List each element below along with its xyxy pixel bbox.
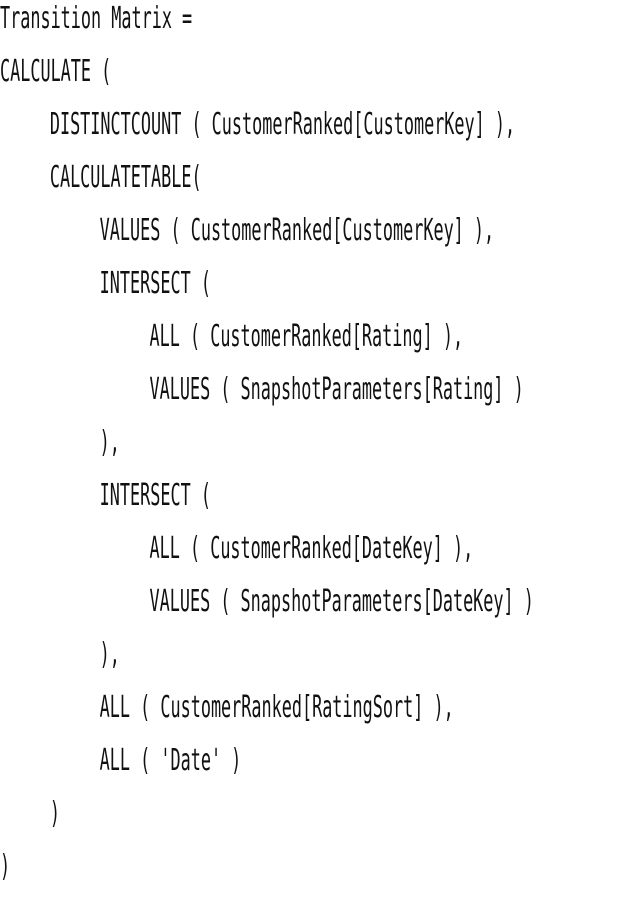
code-line-16: )	[49, 796, 60, 831]
code-line-14: ALL ( CustomerRanked[RatingSort] ),	[99, 690, 454, 725]
code-line-5: VALUES ( CustomerRanked[CustomerKey] ),	[99, 213, 495, 248]
code-listing: Transition Matrix = CALCULATE ( DISTINCT…	[0, 1, 534, 882]
code-line-2: CALCULATE (	[0, 54, 112, 89]
code-line-4: CALCULATETABLE(	[49, 160, 202, 195]
code-line-17: )	[0, 849, 11, 884]
code-line-11: ALL ( CustomerRanked[DateKey] ),	[149, 531, 474, 566]
code-line-13: ),	[99, 637, 120, 672]
code-line-15: ALL ( 'Date' )	[99, 743, 242, 778]
code-line-6: INTERSECT (	[99, 266, 211, 301]
code-line-3: DISTINCTCOUNT ( CustomerRanked[CustomerK…	[49, 107, 516, 142]
code-line-10: INTERSECT (	[99, 478, 211, 513]
code-line-1: Transition Matrix =	[0, 1, 193, 36]
code-line-12: VALUES ( SnapshotParameters[DateKey] )	[149, 584, 534, 619]
code-line-9: ),	[99, 425, 120, 460]
code-line-7: ALL ( CustomerRanked[Rating] ),	[149, 319, 464, 354]
code-line-8: VALUES ( SnapshotParameters[Rating] )	[149, 372, 524, 407]
